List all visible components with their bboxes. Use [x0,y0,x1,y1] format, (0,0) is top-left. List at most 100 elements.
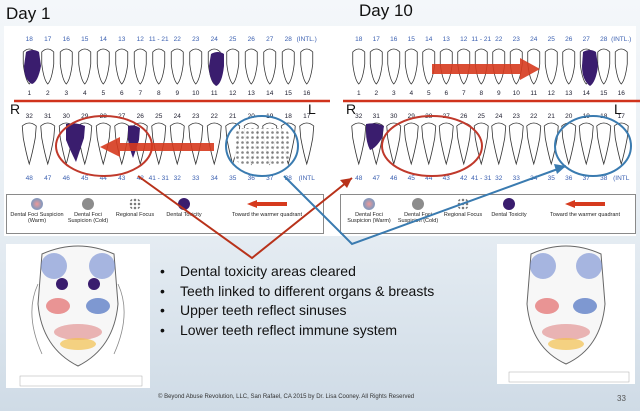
warm-quadrant-circle [381,115,483,177]
upper-tooth [562,48,576,85]
lower-tooth [95,122,111,166]
lower-us-number: 31 [44,113,52,120]
lower-fdi-number: 45 [408,175,416,182]
upper-fdi-number: 17 [373,36,381,43]
bullet-item: Upper teeth reflect sinuses [160,301,434,321]
cold-quadrant-circle [225,115,299,177]
lower-tooth [421,122,437,166]
upper-us-number: 14 [266,90,274,97]
upper-fdi-number: 26 [248,36,256,43]
day1-title: Day 1 [6,4,51,23]
upper-fdi-number: 14 [100,36,108,43]
upper-tooth [41,48,55,85]
upper-fdi-number: 23 [192,36,200,43]
legend-item-regional: Regional Focus [111,198,159,218]
upper-tooth [387,48,401,85]
lower-us-number: 25 [478,113,486,120]
face-legend-strip [19,375,143,387]
upper-fdi-number: 16 [63,36,71,43]
upper-fdi-number: 23 [513,36,521,43]
upper-us-number: 14 [583,90,591,97]
upper-us-number: 16 [303,90,311,97]
upper-fdi-number: 18 [355,36,363,43]
lower-us-number: 23 [192,113,200,120]
sinus-focus-right [89,253,115,279]
page-number: 33 [617,394,626,403]
toxicity-tooth-12 [209,52,224,86]
lower-us-number: 27 [118,113,126,120]
upper-us-number: 2 [374,90,378,97]
lower-us-number: 30 [390,113,398,120]
toxicity-marker [88,278,100,290]
upper-fdi-number: 26 [565,36,573,43]
lower-tooth [543,122,559,166]
side-label-l: L [308,101,316,117]
lower-fdi-number: 46 [390,175,398,182]
upper-fdi-number: 18 [26,36,34,43]
lower-fdi-number: (INTL [613,175,630,182]
jaw-focus [54,324,102,340]
warm-foci-icon [31,198,43,210]
lower-tooth [403,122,419,166]
legend-item-arrow: Toward the warmer quadrant [537,198,633,218]
face-legend-strip [508,371,630,383]
upper-fdi-number: 25 [548,36,556,43]
lower-fdi-number: 38 [600,175,608,182]
toward-warm-arrow [432,58,540,80]
upper-us-number: 3 [64,90,68,97]
cheek-focus-left [535,298,559,314]
toxicity-tooth-1 [24,50,41,84]
lower-us-number: 30 [63,113,71,120]
lower-fdi-number: 38 [285,175,293,182]
cheek-focus-right [573,298,597,314]
lower-tooth [386,122,402,166]
lower-fdi-number: 34 [211,175,219,182]
lower-tooth [526,122,542,166]
lower-fdi-number: 37 [266,175,274,182]
lower-fdi-number: 36 [248,175,256,182]
upper-us-number: 12 [548,90,556,97]
lower-fdi-number: 46 [63,175,71,182]
upper-us-number: 15 [600,90,608,97]
dental-charts-svg: 1813248172314716330461542945145284413627… [10,36,640,182]
hair-outline [31,283,125,355]
red-arrowhead [340,178,352,188]
upper-tooth [300,48,314,85]
side-label-l: L [614,101,622,117]
face-map-day10 [497,244,635,384]
upper-tooth [422,48,436,85]
cold-foci-icon [412,198,424,210]
lower-us-number: 23 [513,113,521,120]
red-arrow-icon [247,200,287,208]
toxicity-tooth-32 [366,123,384,150]
cold-foci-icon [82,198,94,210]
upper-us-number: 3 [392,90,396,97]
lower-tooth [438,122,454,166]
upper-fdi-number: 28 [600,36,608,43]
day10-title: Day 10 [359,1,413,20]
upper-us-number: 9 [497,90,501,97]
summary-bullets: Dental toxicity areas cleared Teeth link… [160,262,434,340]
lower-us-number: 29 [81,113,89,120]
lower-us-number: 22 [530,113,538,120]
sinus-focus-left [41,253,67,279]
upper-us-number: 8 [157,90,161,97]
lower-tooth [613,122,629,166]
upper-tooth [369,48,383,85]
sinus-focus-right [576,253,602,279]
upper-us-number: 13 [565,90,573,97]
lower-us-number: 17 [618,113,626,120]
upper-tooth [544,48,558,85]
legend-item-arrow: Toward the warmer quadrant [217,198,317,218]
legend-item-toxicity: Dental Toxicity [485,198,533,218]
regional-focus-icon [129,198,141,210]
upper-tooth [96,48,110,85]
lower-fdi-number: (INTL [299,175,316,182]
lower-fdi-number: 43 [118,175,126,182]
lower-fdi-number: 47 [44,175,52,182]
upper-tooth [115,48,129,85]
upper-us-number: 7 [462,90,466,97]
lower-fdi-number: 32 [495,175,503,182]
upper-us-number: 6 [444,90,448,97]
face-map-day1 [6,244,150,388]
